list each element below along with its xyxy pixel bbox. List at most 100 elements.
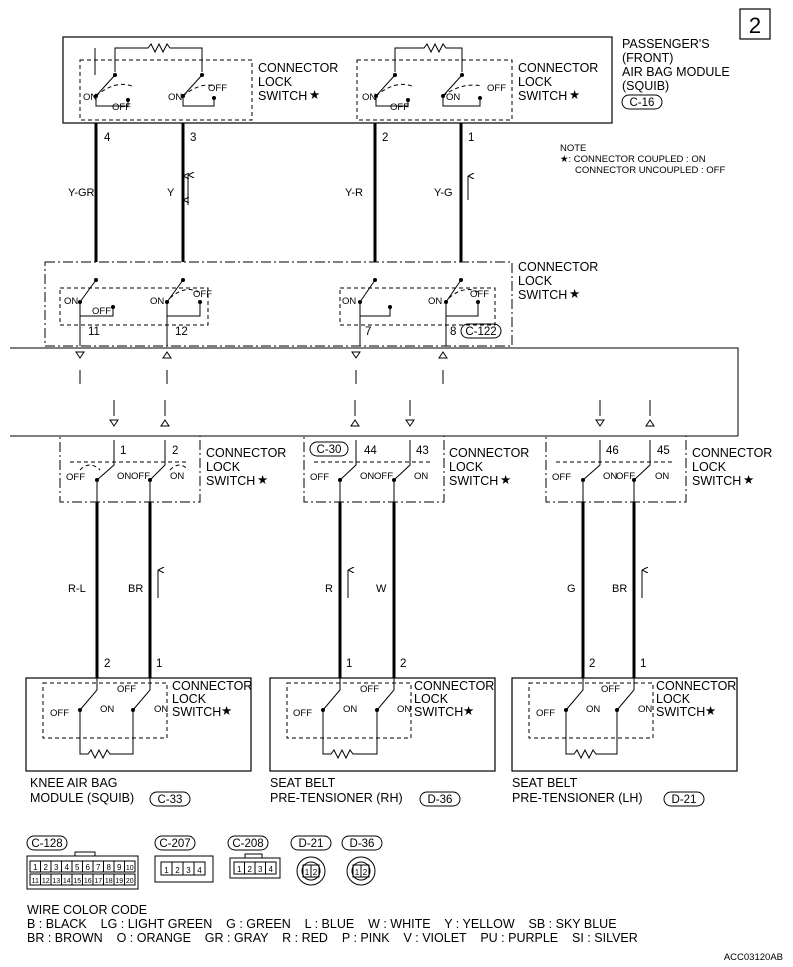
svg-text:2: 2 [589, 658, 595, 670]
svg-text:★: ★ [463, 704, 474, 718]
svg-text:★: ★ [743, 473, 754, 487]
passenger-module-title: PASSENGER'S (FRONT) AIR BAG MODULE (SQUI… [621, 37, 730, 110]
legend-pin-number: 15 [73, 878, 81, 885]
legend-pin-number: 1 [164, 866, 169, 875]
lower-lock-switch-label-center: CONNECTOR LOCK SWITCH ★ [449, 446, 529, 488]
seat-belt-pretensioner-rh: OFF ON OFF ON CONNECTOR LOCK SWITCH ★ [269, 677, 496, 772]
pin-7: 7 [365, 326, 371, 338]
svg-text:OFF: OFF [536, 708, 555, 719]
svg-text:SEAT BELT: SEAT BELT [270, 776, 336, 790]
legend-pin-number: 2 [363, 868, 368, 877]
svg-text:OFF: OFF [50, 708, 69, 719]
legend-pin-number: 10 [126, 865, 134, 872]
svg-text:1: 1 [640, 658, 646, 670]
lower-switches-right: OFF ON OFF ON [552, 440, 672, 510]
svg-text:SWITCH: SWITCH [414, 705, 463, 719]
page-number-box [739, 8, 771, 40]
svg-text:OFF: OFF [208, 83, 227, 94]
legend-pin-number: 3 [54, 863, 59, 872]
svg-text:ON: ON [342, 296, 356, 307]
wire-color-g: G [567, 583, 576, 595]
legend-pin-number: 1 [305, 868, 310, 877]
legend-pin-number: 4 [269, 865, 274, 874]
passenger-lock-switch-2: ON OFF [168, 73, 227, 107]
wire-color-r-l: R-L [68, 583, 86, 595]
wire-color-y-r: Y-R [345, 187, 363, 199]
legend-pin-number: 6 [86, 863, 91, 872]
lower-lock-switch-label-right: CONNECTOR LOCK SWITCH ★ [692, 446, 772, 488]
pin-lower-2: 2 [172, 445, 178, 457]
lower-switches-center: OFF ON OFF ON [310, 440, 430, 510]
passenger-switch-left-box [79, 59, 253, 121]
legend-pin-cell [310, 864, 320, 878]
svg-text:D-36: D-36 [350, 838, 375, 850]
passenger-lock-switch-3: ON OFF [362, 73, 413, 113]
svg-text:★: ★ [257, 473, 268, 487]
legend-pin-number: 14 [63, 878, 71, 885]
pin-45: 45 [657, 445, 670, 457]
legend-pin-number: 9 [117, 863, 122, 872]
lower-connector-center-box [303, 435, 445, 503]
svg-text:CONNECTOR: CONNECTOR [518, 260, 598, 274]
svg-text:BR : BROWN O : ORANGE GR: BR : BROWN O : ORANGE GR : GRAY R : RED … [27, 931, 638, 945]
svg-text:LOCK: LOCK [449, 460, 484, 474]
legend-pin-cell [124, 860, 136, 873]
svg-text:★: ★ [705, 704, 716, 718]
pin-3: 3 [190, 132, 196, 144]
svg-text:CONNECTOR: CONNECTOR [414, 679, 494, 693]
svg-text:ON: ON [170, 471, 184, 482]
svg-text:PASSENGER'S: PASSENGER'S [622, 37, 710, 51]
svg-text:CONNECTOR: CONNECTOR [656, 679, 736, 693]
svg-text:SEAT BELT: SEAT BELT [512, 776, 578, 790]
svg-text:OFF: OFF [360, 684, 379, 695]
svg-text:ON: ON [154, 704, 168, 715]
component-name-knee-airbag: KNEE AIR BAG MODULE (SQUIB) C-33 [30, 776, 191, 807]
upper-wires [94, 48, 468, 262]
svg-text:2: 2 [400, 658, 406, 670]
connector-c16-label: C-16 [630, 97, 655, 109]
svg-text:★: ★ [221, 704, 232, 718]
pin-1: 1 [468, 132, 474, 144]
svg-text:(SQUIB): (SQUIB) [622, 79, 669, 93]
svg-text:CONNECTOR: CONNECTOR [172, 679, 252, 693]
svg-text:CONNECTOR: CONNECTOR [518, 61, 598, 75]
svg-text:★: ★ [500, 473, 511, 487]
svg-text:LOCK: LOCK [172, 692, 207, 706]
pin-4: 4 [104, 132, 111, 144]
knee-airbag-module: OFF ON OFF ON CONNECTOR LOCK SWITCH ★ [25, 677, 252, 772]
svg-text:OFF: OFF [470, 289, 489, 300]
legend-pin-number: 4 [197, 866, 202, 875]
svg-text:(FRONT): (FRONT) [622, 51, 673, 65]
svg-text:★: CONNECTOR COUPLED : ON: ★: CONNECTOR COUPLED : ON [560, 154, 706, 165]
pin-12: 12 [175, 326, 188, 338]
svg-text:ON: ON [446, 92, 460, 103]
svg-text:OFF: OFF [616, 471, 635, 482]
passenger-airbag-module-box [62, 36, 613, 124]
svg-text:★: ★ [569, 287, 580, 301]
svg-text:ON: ON [83, 92, 97, 103]
svg-text:OFF: OFF [310, 472, 329, 483]
svg-text:OFF: OFF [390, 102, 409, 113]
svg-text:LOCK: LOCK [518, 75, 553, 89]
passenger-lock-switch-label-right: CONNECTOR LOCK SWITCH ★ [518, 61, 598, 103]
svg-text:PRE-TENSIONER (LH): PRE-TENSIONER (LH) [512, 791, 643, 805]
legend-pin-cell [193, 861, 206, 876]
svg-text:NOTE: NOTE [560, 143, 586, 154]
legend-pin-number: 16 [84, 878, 92, 885]
svg-text:OFF: OFF [117, 684, 136, 695]
legend-pin-number: 1 [237, 865, 242, 874]
svg-text:ON: ON [343, 704, 357, 715]
lower-wires [95, 502, 642, 678]
svg-text:D-21: D-21 [672, 794, 697, 806]
legend-pin-number: 18 [105, 878, 113, 885]
svg-text:WIRE COLOR CODE: WIRE COLOR CODE [27, 903, 147, 917]
pin-44: 44 [364, 445, 377, 457]
harness-band [10, 347, 739, 437]
svg-text:SWITCH: SWITCH [172, 705, 221, 719]
svg-text:OFF: OFF [601, 684, 620, 695]
legend-pin-cell [360, 864, 370, 878]
svg-text:KNEE AIR BAG: KNEE AIR BAG [30, 776, 118, 790]
